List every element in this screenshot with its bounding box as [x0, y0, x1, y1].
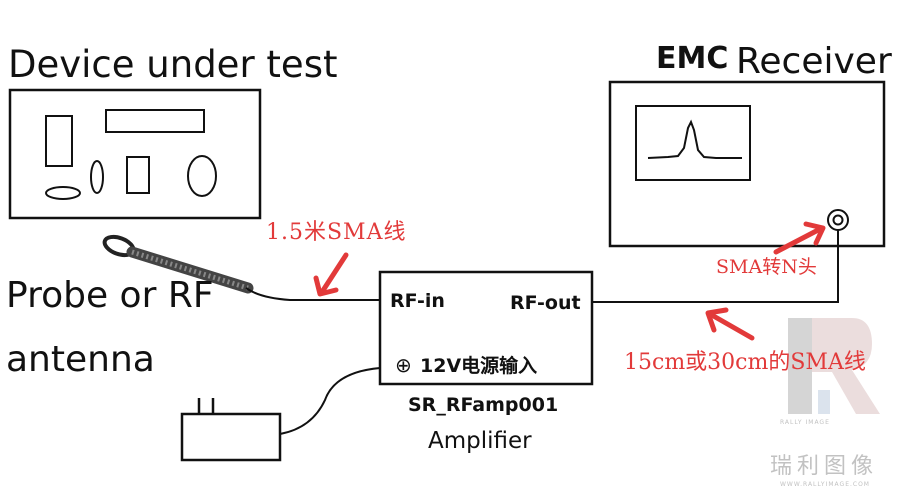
probe-label-line2: antenna — [6, 339, 155, 380]
emc-receiver — [608, 80, 886, 248]
power-cable — [279, 367, 381, 435]
arrow-to-sma-adapter — [773, 221, 826, 255]
watermark-logo — [788, 318, 880, 414]
annotation-arrows — [313, 221, 826, 341]
probe-shaft-texture — [131, 249, 249, 291]
dut-component-tall-rect — [45, 115, 73, 167]
arrow-to-short-cable — [705, 307, 755, 341]
sma-connector-outer — [827, 209, 849, 231]
probe-antenna — [102, 234, 254, 294]
watermark-chinese: 瑞利图像 — [770, 454, 879, 479]
rf-out-port-label: RF-out — [510, 292, 581, 314]
arrow-to-long-cable — [313, 252, 349, 297]
dut-component-ellipse-large — [187, 155, 217, 197]
receiver-screen — [635, 105, 751, 181]
power-adapter — [180, 398, 282, 462]
power-input-label: 12V电源输入 — [420, 355, 538, 377]
dut-component-ellipse-flat — [45, 186, 81, 200]
spectrum-peak — [647, 119, 742, 159]
sma-adapter-label: SMA转N头 — [716, 256, 817, 278]
receiver-title-receiver: Receiver — [736, 41, 892, 82]
amplifier-name-label: Amplifier — [428, 428, 532, 454]
amplifier-model-label: SR_RFamp001 — [408, 394, 559, 416]
device-under-test-title: Device under test — [8, 43, 338, 86]
power-connector-icon: ⊕ — [395, 353, 412, 377]
amplifier-box — [378, 270, 594, 386]
probe-label-line1: Probe or RF — [6, 275, 214, 316]
receiver-title-emc: EMC — [656, 41, 729, 76]
dut-component-wide-rect — [105, 109, 205, 133]
dut-component-square — [126, 156, 150, 194]
watermark-url: WWW.RALLYIMAGE.COM — [780, 481, 870, 488]
cable-probe-to-amplifier — [245, 287, 380, 301]
cable-amplifier-to-receiver — [592, 230, 839, 303]
long-cable-label: 1.5米SMA线 — [266, 220, 407, 245]
short-cable-label: 15cm或30cm的SMA线 — [624, 350, 866, 375]
watermark-english: RALLY IMAGE — [780, 419, 830, 426]
dut-component-ellipse-small — [90, 160, 104, 194]
device-under-test — [8, 88, 262, 220]
sma-connector-inner — [832, 214, 844, 226]
rf-in-port-label: RF-in — [390, 290, 445, 312]
